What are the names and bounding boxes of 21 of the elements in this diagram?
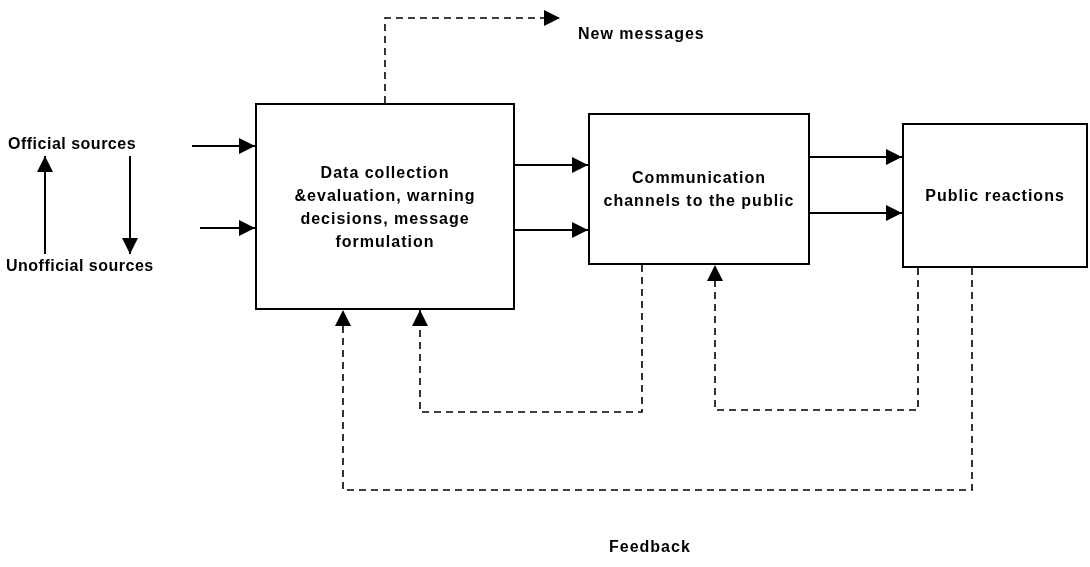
process-box [588,113,810,265]
process-box [255,103,515,310]
source-label: Official sources [8,134,137,154]
arrow [122,155,138,255]
source-label: New messages [578,24,705,44]
arrow [514,222,589,238]
arrow [514,157,589,173]
arrow [191,138,256,154]
box-text: Public reactions [925,186,1065,206]
arrow [809,149,903,165]
dashed-arrow [384,10,561,104]
box-text: Data collection &evaluation, warning decisions, message formulation [293,162,477,252]
process-box [902,123,1088,268]
arrow [37,155,53,255]
arrow [809,205,903,221]
dashed-arrow [335,267,973,491]
dashed-arrow [707,264,919,411]
box-text: Communication channels to the public [602,168,796,211]
arrow [199,220,256,236]
source-label: Unofficial sources [6,256,154,276]
dashed-arrow [412,264,643,413]
